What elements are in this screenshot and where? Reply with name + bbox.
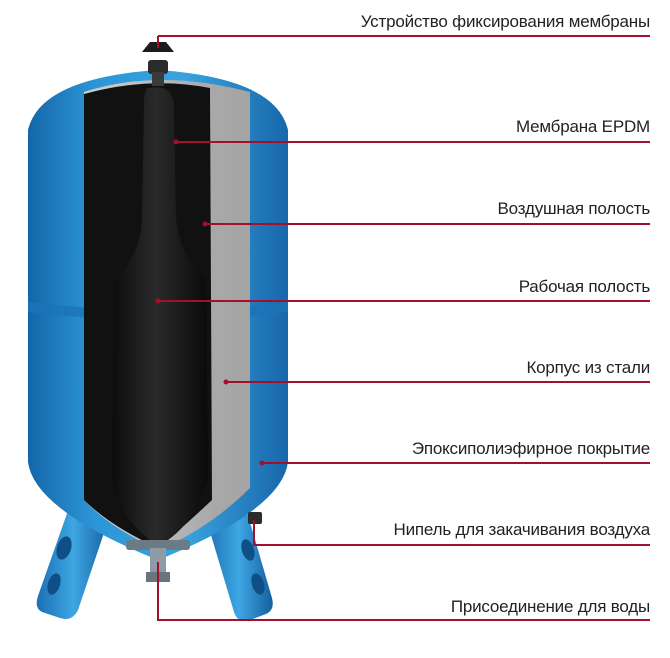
label-working-cavity: Рабочая полость xyxy=(518,277,650,296)
leader-lines xyxy=(157,35,650,621)
left-leg xyxy=(36,505,110,619)
air-nipple-valve xyxy=(248,512,262,524)
leader-water-connection xyxy=(157,562,650,621)
label-steel-body: Корпус из стали xyxy=(526,358,650,377)
label-air-cavity: Воздушная полость xyxy=(497,199,651,218)
label-air-nipple: Нипель для закачивания воздуха xyxy=(393,520,651,539)
label-water-connection: Присоединение для воды xyxy=(450,597,650,616)
label-epoxy-coating: Эпоксиполиэфирное покрытие xyxy=(411,439,650,458)
membrane-bladder xyxy=(112,87,208,540)
leader-air-nipple xyxy=(253,520,650,546)
leader-dots xyxy=(155,139,265,466)
right-leg xyxy=(205,505,273,621)
label-membrane-epdm: Мембрана EPDM xyxy=(515,117,650,136)
label-fixing-device: Устройство фиксирования мембраны xyxy=(360,12,650,31)
